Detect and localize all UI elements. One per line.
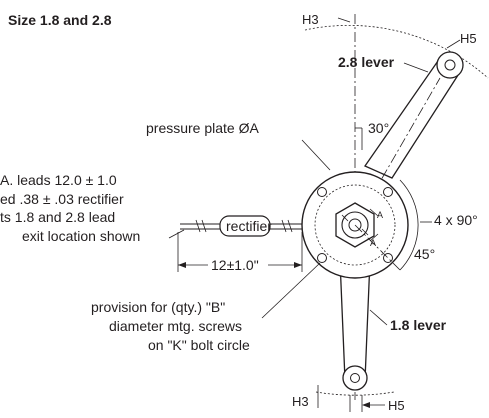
leads-line-2: ed .38 ± .03 rectifier <box>0 191 124 207</box>
rectifier-box <box>219 215 271 237</box>
pressure-plate-label: pressure plate ØA <box>146 120 259 136</box>
lever-1-8 <box>339 259 371 391</box>
angle-4x90-label: 4 x 90° <box>434 212 478 228</box>
h5-bottom-label: H5 <box>388 398 405 413</box>
h3-top-leader <box>337 17 351 23</box>
angle-30-label: 30° <box>368 120 389 136</box>
h5-top-leader <box>446 39 461 49</box>
dimension-12-label: 12±1.0" <box>211 257 259 273</box>
angle-45-label: 45° <box>414 246 435 262</box>
angle-4x90-arc <box>399 179 419 271</box>
provision-line-3: on "K" bolt circle <box>148 337 250 353</box>
angle-45-reference-line <box>354 224 401 271</box>
leads-line-4: exit location shown <box>22 228 140 244</box>
h3-bottom-label: H3 <box>292 394 309 409</box>
lever-1-8-leader <box>369 309 388 326</box>
diagram-title: Size 1.8 and 2.8 <box>8 12 112 28</box>
angle-45-arc <box>392 224 409 263</box>
lever-1-8-label: 1.8 lever <box>390 317 447 333</box>
bottom-sweep-arc <box>315 391 395 396</box>
h5-bottom-arrow <box>362 402 370 408</box>
lever-2-8-leader <box>403 62 429 73</box>
provision-leader <box>261 262 321 319</box>
lead-exit-leader <box>168 229 185 239</box>
leads-line-3: ts 1.8 and 2.8 lead <box>0 209 115 225</box>
h5-top-label: H5 <box>460 31 477 46</box>
rectifier-label: rectifier <box>226 218 272 234</box>
h3-top-label: H3 <box>302 12 319 27</box>
leads-line-1: A. leads 12.0 ± 1.0 <box>0 172 117 188</box>
dimension-12 <box>177 232 303 272</box>
section-marker-a-upper: A <box>377 210 383 220</box>
lever-2-8-label: 2.8 lever <box>338 54 395 70</box>
top-sweep-arc <box>304 24 489 79</box>
provision-line-2: diameter mtg. screws <box>109 318 242 334</box>
pressure-plate-leader <box>301 139 331 171</box>
lever-2-8 <box>364 51 464 179</box>
provision-line-1: provision for (qty.) "B" <box>91 299 225 315</box>
